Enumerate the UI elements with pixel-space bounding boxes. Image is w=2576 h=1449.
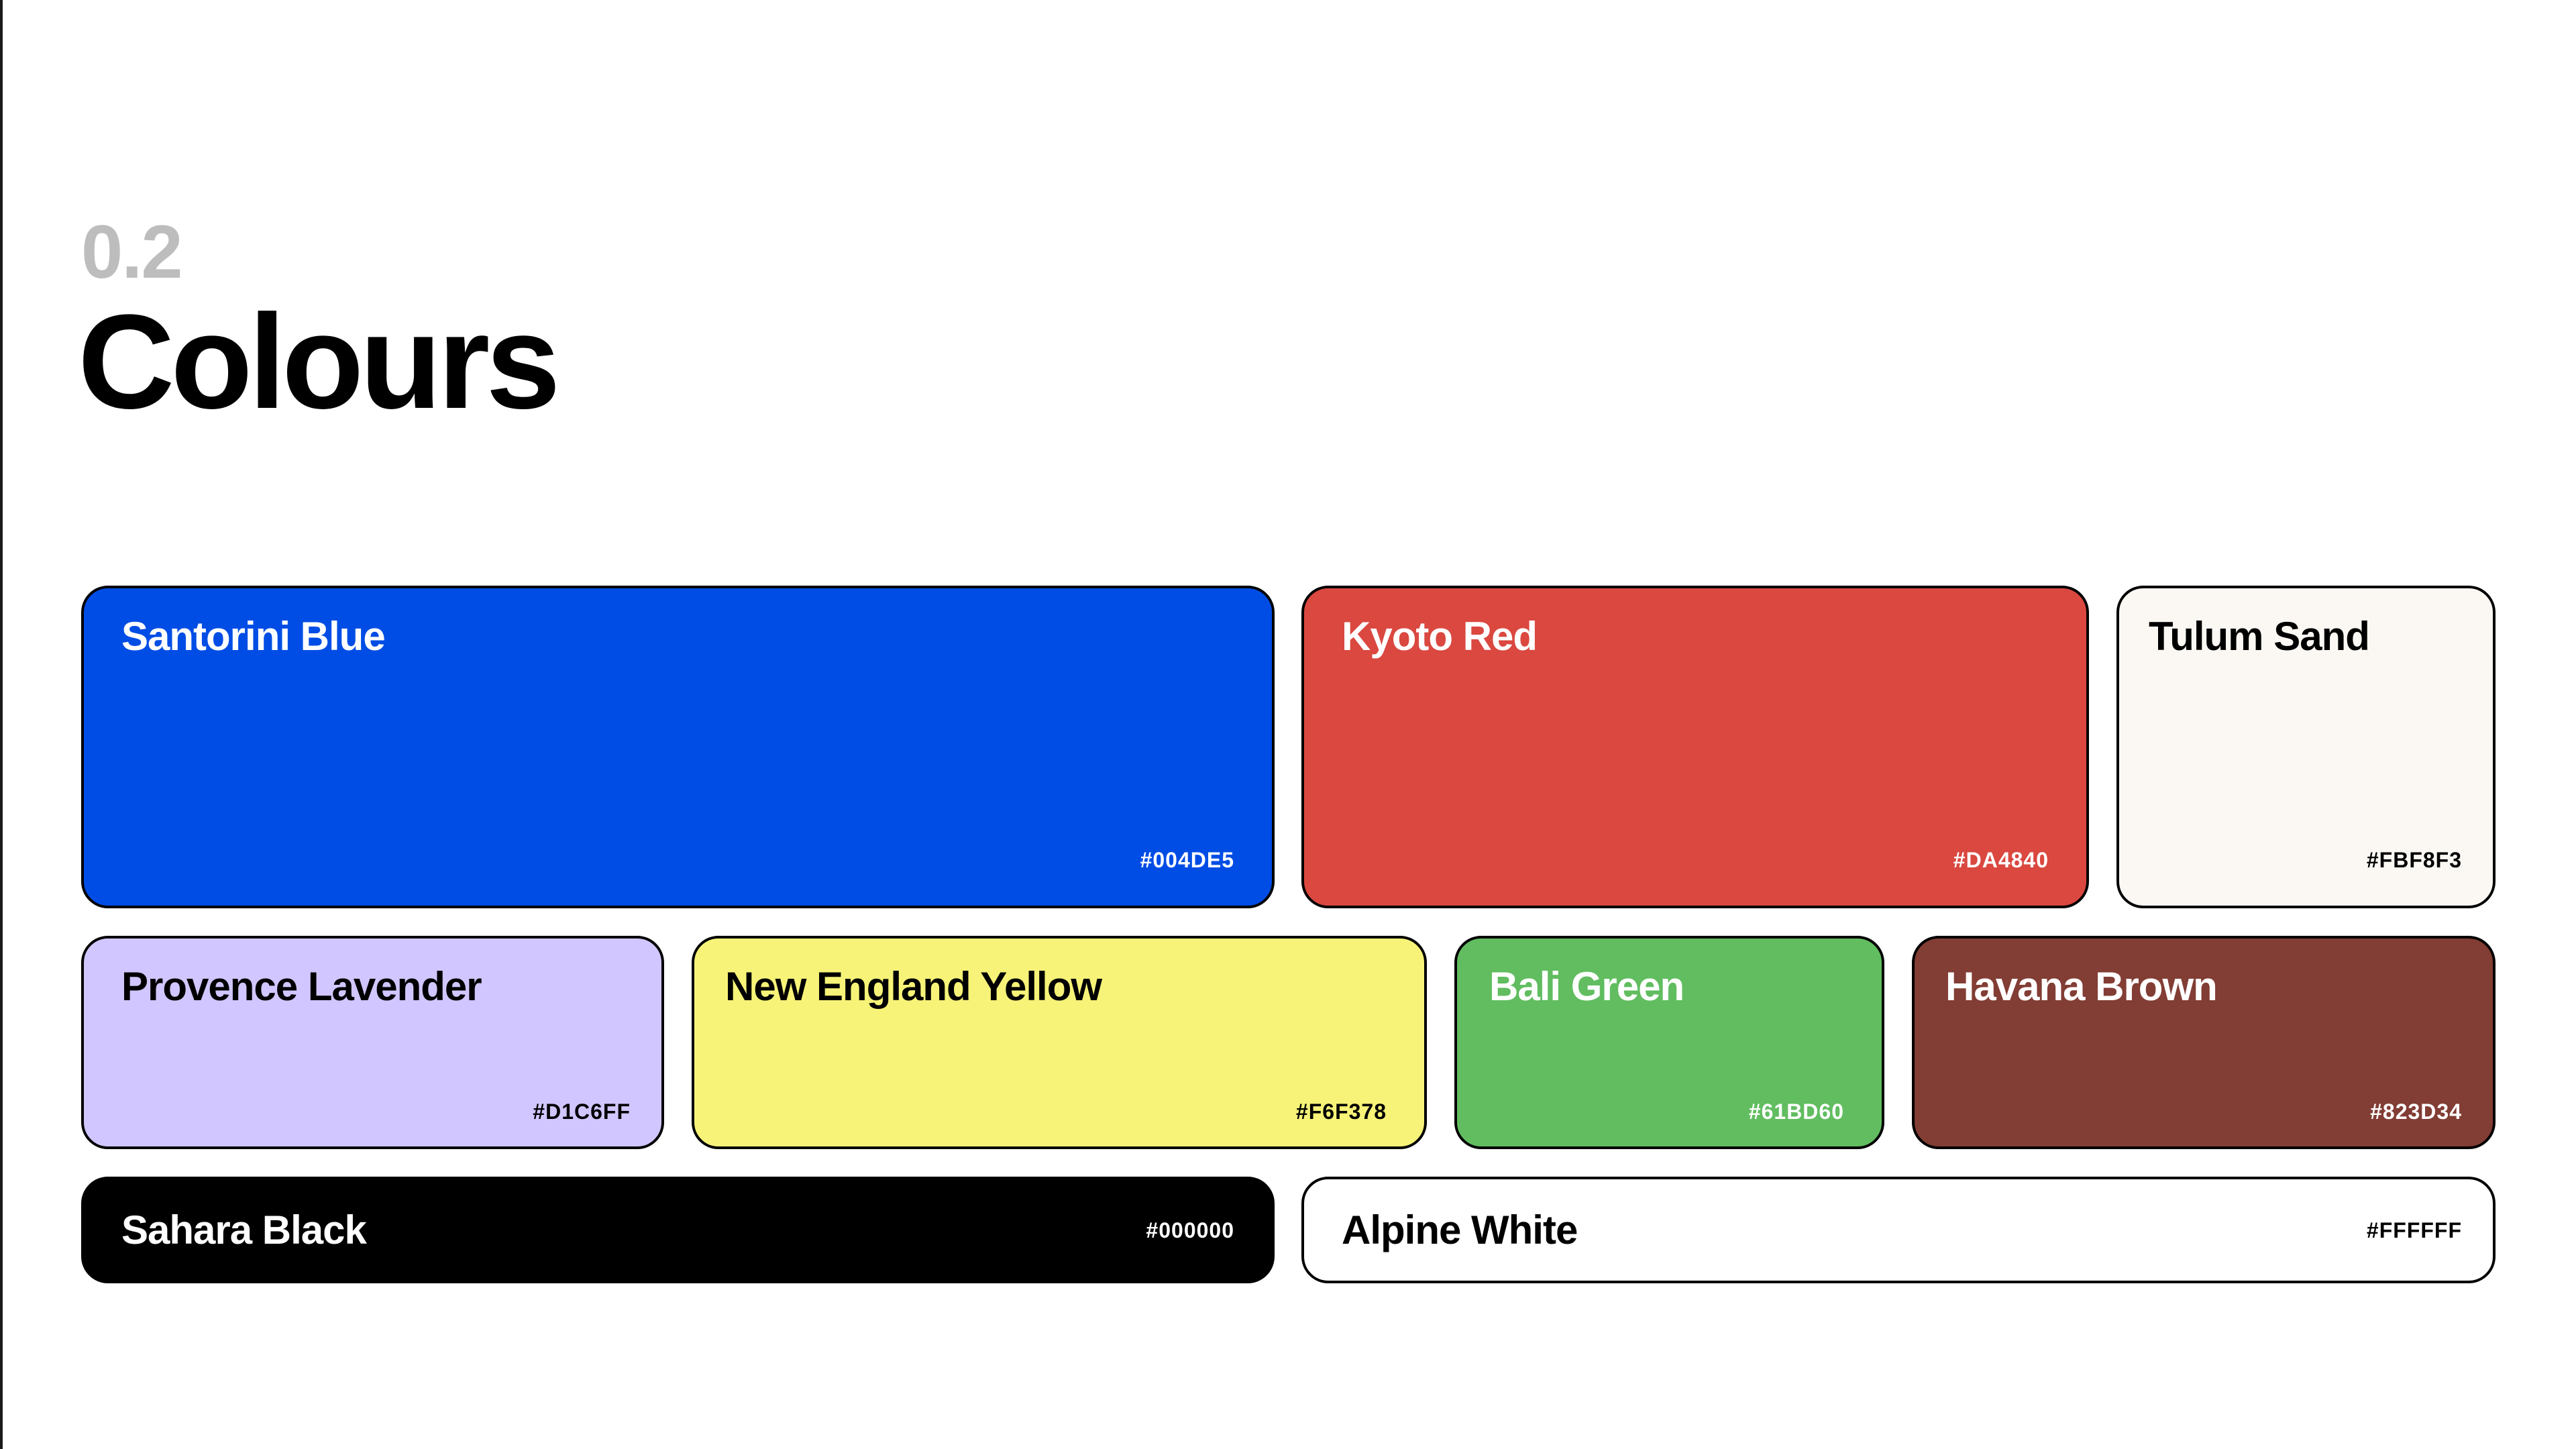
swatch-provence-lavender: Provence Lavender #D1C6FF xyxy=(81,936,664,1149)
swatch-havana-brown: Havana Brown #823D34 xyxy=(1912,936,2496,1149)
section-number: 0.2 xyxy=(81,210,183,294)
swatch-hex-code: #61BD60 xyxy=(1748,1099,1844,1124)
swatch-name: Kyoto Red xyxy=(1342,614,1538,659)
swatch-kyoto-red: Kyoto Red #DA4840 xyxy=(1301,586,2089,908)
swatch-name: New England Yellow xyxy=(725,964,1102,1009)
swatch-alpine-white: Alpine White #FFFFFF xyxy=(1301,1177,2496,1283)
swatch-bali-green: Bali Green #61BD60 xyxy=(1454,936,1884,1149)
swatch-name: Bali Green xyxy=(1489,964,1684,1009)
swatch-hex-code: #DA4840 xyxy=(1953,848,2049,872)
swatch-new-england-yellow: New England Yellow #F6F378 xyxy=(692,936,1427,1149)
swatch-name: Havana Brown xyxy=(1945,964,2218,1009)
swatch-santorini-blue: Santorini Blue #004DE5 xyxy=(81,586,1275,908)
page-title: Colours xyxy=(78,287,561,437)
swatch-sahara-black: Sahara Black #000000 xyxy=(81,1177,1275,1283)
swatch-hex-code: #D1C6FF xyxy=(533,1099,631,1124)
swatch-name: Santorini Blue xyxy=(121,614,386,659)
swatch-hex-code: #FFFFFF xyxy=(2366,1218,2462,1242)
swatch-hex-code: #F6F378 xyxy=(1295,1099,1387,1124)
swatch-hex-code: #FBF8F3 xyxy=(2366,848,2462,872)
swatch-name: Tulum Sand xyxy=(2149,614,2370,659)
swatch-hex-code: #000000 xyxy=(1146,1218,1234,1242)
swatch-name: Provence Lavender xyxy=(121,964,482,1009)
swatch-name: Alpine White xyxy=(1342,1207,1578,1252)
swatch-hex-code: #823D34 xyxy=(2370,1099,2462,1124)
swatch-hex-code: #004DE5 xyxy=(1140,848,1234,872)
swatch-tulum-sand: Tulum Sand #FBF8F3 xyxy=(2116,586,2496,908)
swatch-name: Sahara Black xyxy=(121,1207,367,1252)
page-edge-divider xyxy=(0,0,3,1449)
